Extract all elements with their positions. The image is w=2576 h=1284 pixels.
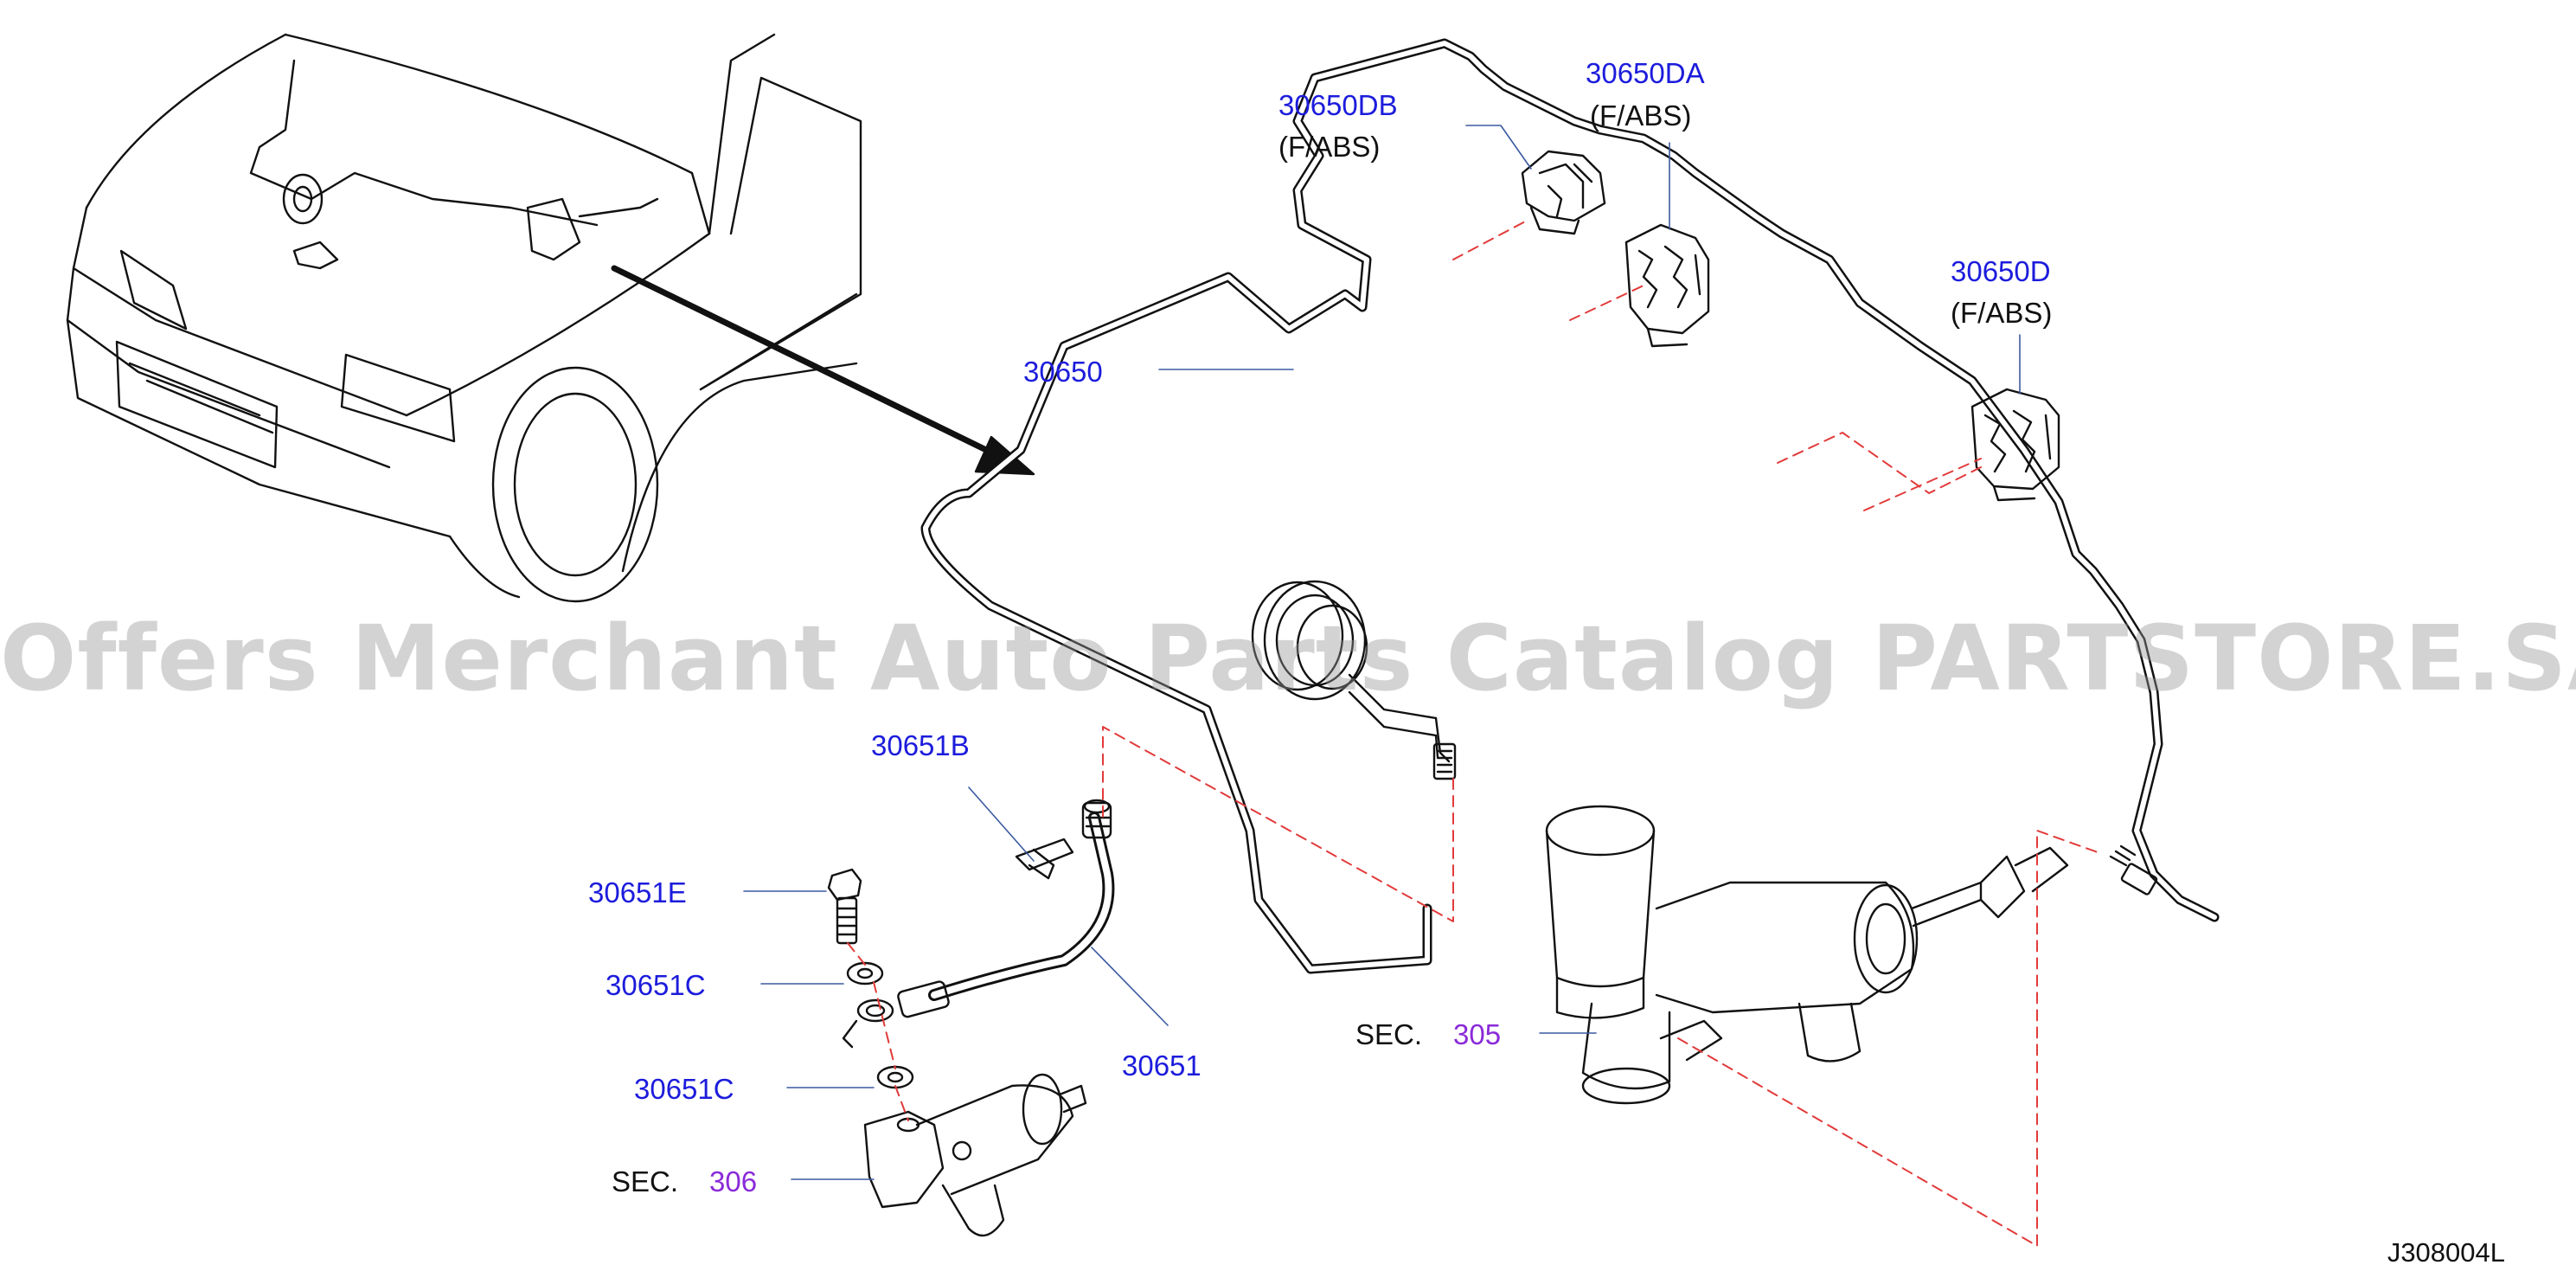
label-30650DA: 30650DA <box>1586 57 1705 89</box>
vehicle-illustration <box>66 33 862 603</box>
clutch-tube-30650 <box>920 38 2220 974</box>
watermark: Offers Merchant Auto Parts Catalog PARTS… <box>0 606 2576 711</box>
tube-end-fitting <box>2109 844 2158 896</box>
note-fabs-d: (F/ABS) <box>1951 297 2053 329</box>
label-30650D: 30650D <box>1951 255 2051 287</box>
washer-30651C-upper <box>846 961 884 985</box>
label-30651C-upper: 30651C <box>606 969 706 1001</box>
leader-lines <box>743 125 2021 1180</box>
note-fabs-da: (F/ABS) <box>1590 100 1692 132</box>
dashed-guides <box>847 220 2099 1247</box>
label-30650: 30650 <box>1023 356 1103 388</box>
tube-coil <box>1251 580 1457 780</box>
clip-30650DB <box>1521 150 1606 235</box>
label-30651C-lower: 30651C <box>634 1073 734 1105</box>
sec-305-prefix: SEC. <box>1355 1018 1423 1050</box>
zoom-arrow <box>611 265 1035 476</box>
bolt-30651E <box>827 868 862 945</box>
clip-30650DA <box>1624 223 1710 348</box>
washer-30651C-lower <box>876 1065 914 1089</box>
label-30650DB: 30650DB <box>1278 89 1398 121</box>
label-30651B: 30651B <box>871 729 970 761</box>
label-30651E: 30651E <box>588 876 687 908</box>
sec-306-number: 306 <box>709 1165 758 1197</box>
clutch-master-cylinder <box>1545 805 2069 1105</box>
diagram-code: J308004L <box>2387 1237 2505 1268</box>
sec-306-prefix: SEC. <box>612 1165 679 1197</box>
clutch-hose-30651 <box>842 799 1115 1049</box>
label-30651: 30651 <box>1122 1050 1201 1082</box>
note-fabs-db: (F/ABS) <box>1278 131 1381 163</box>
sec-305-number: 305 <box>1453 1018 1502 1050</box>
clip-30651B <box>1015 838 1074 880</box>
clutch-operating-cylinder <box>863 1073 1087 1237</box>
